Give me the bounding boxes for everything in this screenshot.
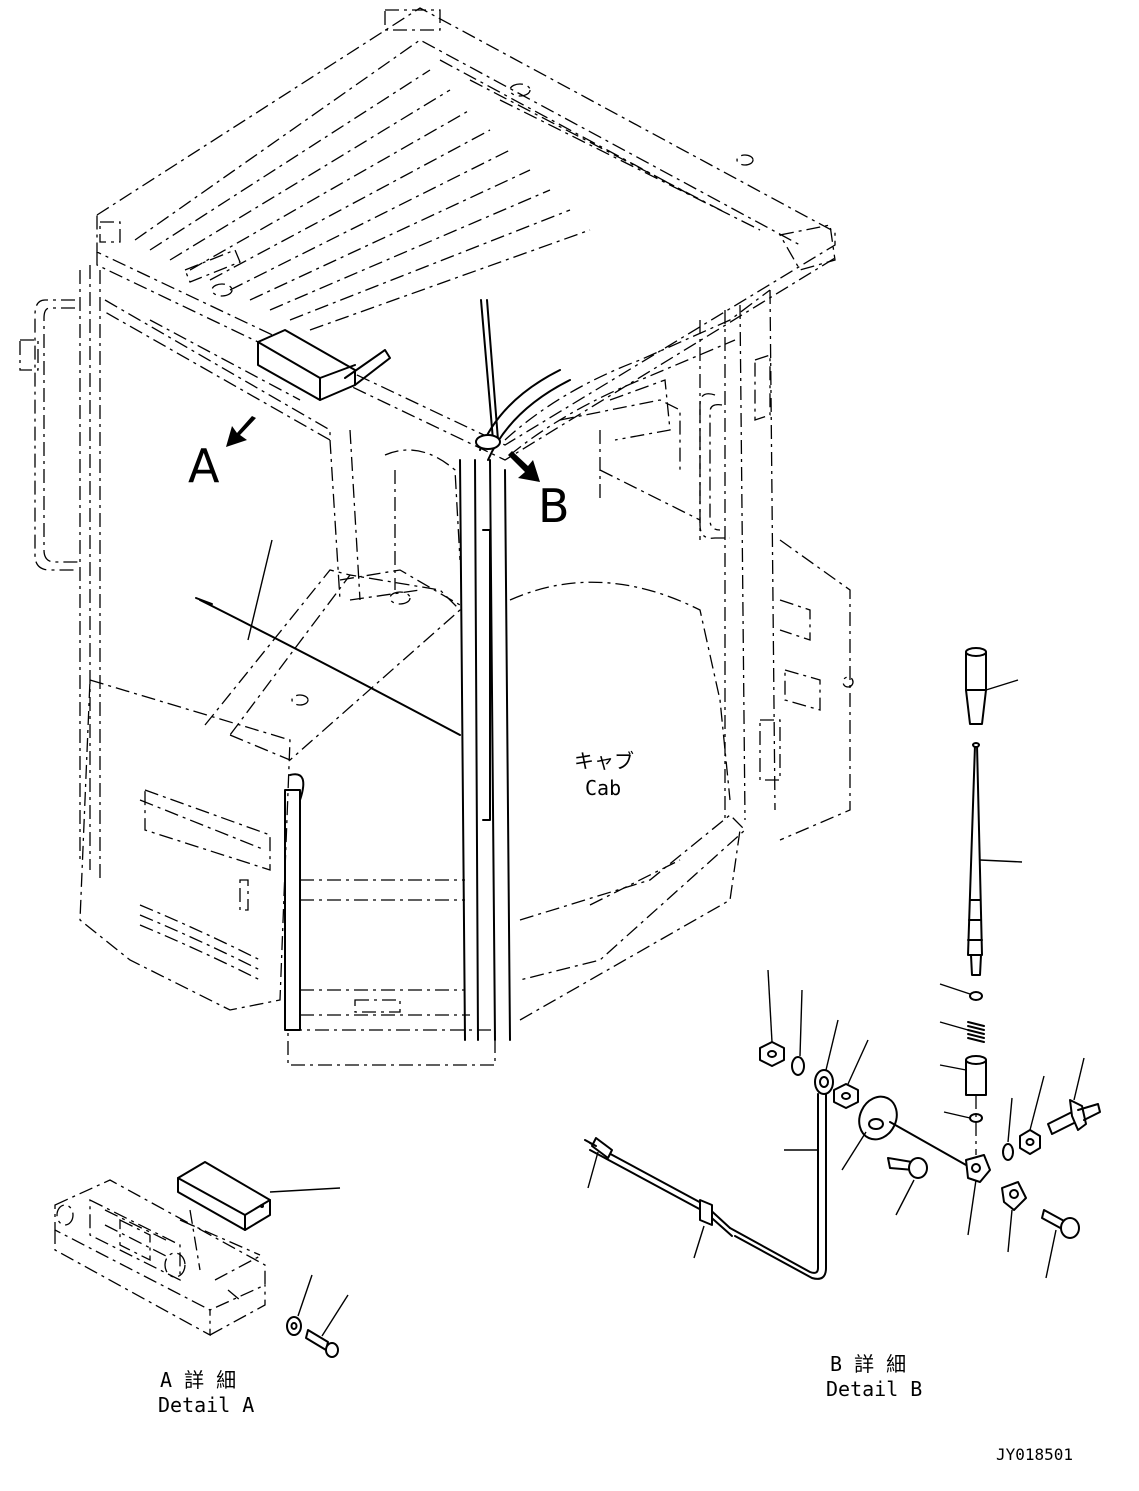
view-label-b: B (538, 479, 570, 533)
drawing-id: JY018501 (996, 1445, 1073, 1464)
antenna-cable (195, 539, 461, 736)
cab-frame-solid (284, 369, 571, 1041)
cab-label-en: Cab (585, 776, 621, 800)
detail-b-title-jp: B 詳 細 (830, 1352, 906, 1376)
view-arrow-a (226, 416, 256, 447)
radio-box (257, 329, 391, 401)
detail-b-drawing (584, 647, 1101, 1280)
detail-a-title-en: Detail A (158, 1393, 254, 1417)
detail-a-title-jp: A 詳 細 (160, 1368, 236, 1392)
cab-roof (96, 7, 836, 461)
view-arrow-b (508, 451, 540, 482)
detail-b-title-en: Detail B (826, 1377, 922, 1401)
cab-body (19, 265, 854, 1066)
antenna-mounted (475, 299, 501, 450)
cab-label-jp: キャブ (574, 749, 634, 773)
detail-a-drawing (54, 1161, 349, 1358)
view-label-a: A (188, 439, 220, 493)
